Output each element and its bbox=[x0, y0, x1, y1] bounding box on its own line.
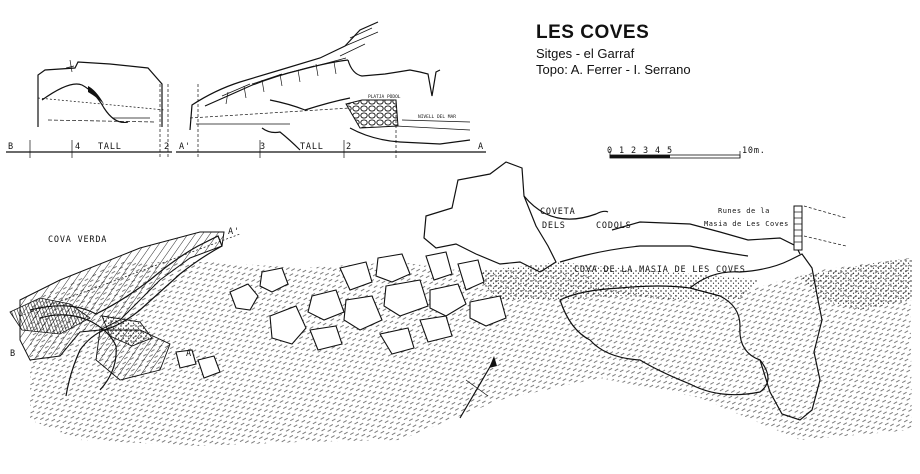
section-right-point2: 2 bbox=[346, 142, 352, 152]
plan-view: COVA VERDA COVETA DELS CODOLS COVA DE LA… bbox=[9, 161, 912, 446]
ruins-ladder bbox=[793, 205, 847, 251]
section-left-point2: 2 bbox=[164, 142, 170, 152]
coveta-label-1: COVETA bbox=[540, 207, 576, 217]
cova-verda-label: COVA VERDA bbox=[48, 235, 107, 245]
sea-level-label: NIVELL DEL MAR bbox=[418, 114, 456, 120]
section-right-point3: 3 bbox=[260, 142, 266, 152]
section-right-a: A bbox=[478, 142, 484, 152]
section-left: B 4 TALL 2 bbox=[6, 59, 172, 158]
plan-mark-a: A bbox=[186, 349, 192, 359]
scale-tick-1: 1 bbox=[619, 146, 625, 156]
north-arrow bbox=[459, 356, 497, 419]
scale-tick-5: 5 bbox=[667, 146, 673, 156]
scale-end: 10m. bbox=[742, 146, 766, 156]
scale-bar: 0 1 2 3 4 5 10m. bbox=[607, 146, 766, 159]
scale-tick-0: 0 bbox=[607, 146, 613, 156]
section-right-a-prime: A' bbox=[179, 142, 191, 152]
ruins-label-1: Runes de la bbox=[718, 207, 770, 215]
section-left-title: TALL bbox=[98, 142, 122, 152]
ruins-label-2: Masia de Les Coves bbox=[704, 220, 789, 228]
section-left-b: B bbox=[8, 142, 14, 152]
location-text: Sitges - el Garraf bbox=[536, 46, 635, 61]
scale-tick-3: 3 bbox=[643, 146, 649, 156]
scale-tick-4: 4 bbox=[655, 146, 661, 156]
section-left-point4: 4 bbox=[75, 142, 81, 152]
boulder-field bbox=[175, 251, 507, 379]
plan-mark-b: B bbox=[10, 349, 16, 359]
beach-label: PLATJA PÒDOL bbox=[368, 93, 401, 100]
section-right-title: TALL bbox=[300, 142, 324, 152]
plan-mark-a-prime: A' bbox=[228, 227, 240, 237]
survey-credit: Topo: A. Ferrer - I. Serrano bbox=[536, 62, 691, 77]
map-subtitle: Sitges - el Garraf Topo: A. Ferrer - I. … bbox=[536, 46, 691, 78]
coveta-label-2: DELS bbox=[542, 221, 566, 231]
map-title: LES COVES bbox=[536, 22, 650, 43]
section-right: A' 3 TALL 2 A PLATJA PÒDOL NIVELL DEL MA… bbox=[176, 21, 486, 158]
masia-cave-label: COVA DE LA MASIA DE LES COVES bbox=[574, 265, 746, 275]
coveta-label-3: CODOLS bbox=[596, 221, 632, 231]
scale-tick-2: 2 bbox=[631, 146, 637, 156]
